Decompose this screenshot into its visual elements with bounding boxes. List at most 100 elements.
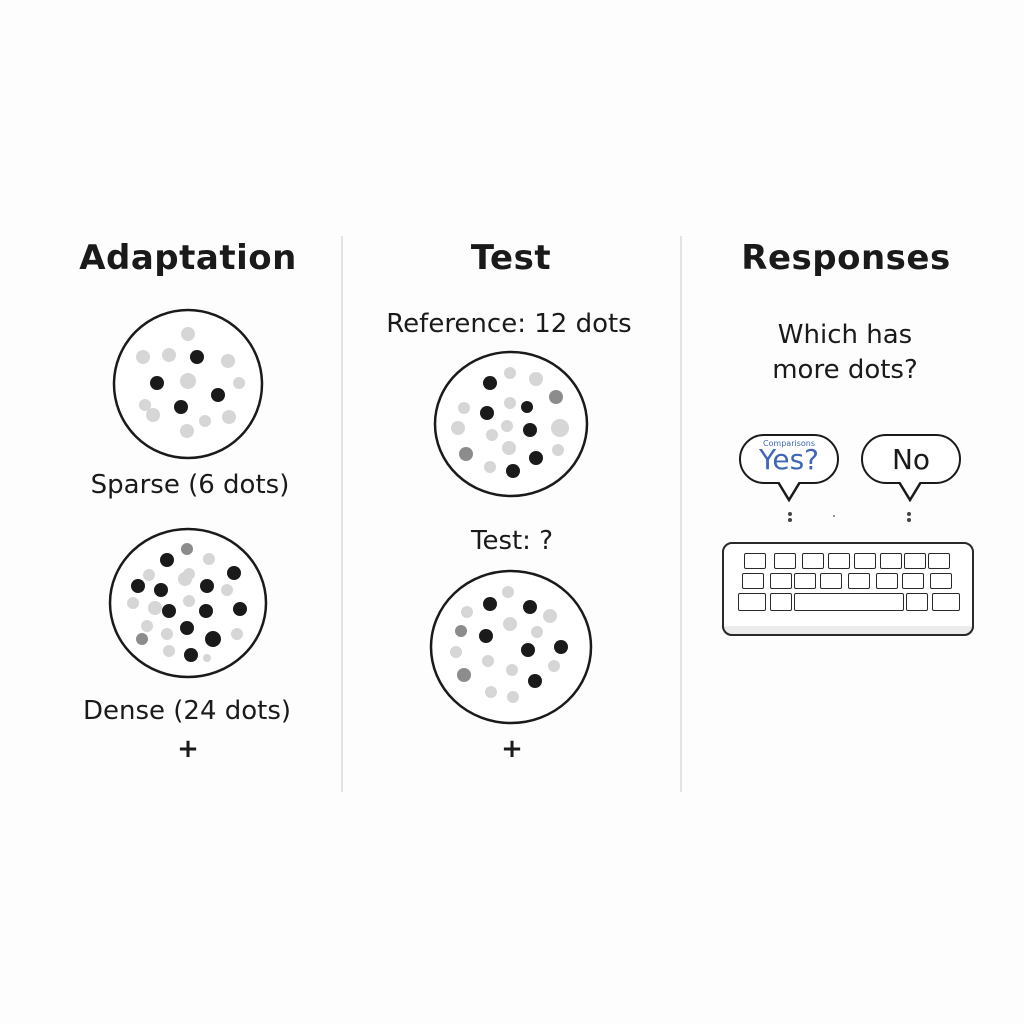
- reference-dot-display: [433, 350, 589, 498]
- dot: [480, 406, 494, 420]
- dense-label: Dense (24 dots): [82, 696, 292, 726]
- dot: [451, 421, 465, 435]
- dot: [551, 419, 569, 437]
- dot: [521, 643, 535, 657]
- dot: [552, 444, 564, 456]
- no-label: No: [891, 442, 931, 476]
- dot: [203, 654, 211, 662]
- keyboard-key[interactable]: [848, 573, 870, 589]
- dot: [180, 424, 194, 438]
- dot: [479, 629, 493, 643]
- dot: [457, 668, 471, 682]
- dot: [180, 621, 194, 635]
- reference-label: Reference: 12 dots: [386, 309, 632, 339]
- keyboard-key[interactable]: [904, 553, 926, 569]
- keyboard-key[interactable]: [802, 553, 824, 569]
- panel-divider: [341, 236, 343, 792]
- yes-response-bubble[interactable]: Comparisons Yes?: [739, 434, 839, 484]
- dot: [543, 609, 557, 623]
- dot: [199, 604, 213, 618]
- keyboard-key[interactable]: [794, 593, 904, 611]
- dot: [503, 617, 517, 631]
- adaptation-heading: Adaptation: [79, 238, 297, 278]
- keyboard-key[interactable]: [902, 573, 924, 589]
- dot: [136, 350, 150, 364]
- dot: [501, 420, 513, 432]
- keyboard-key[interactable]: [738, 593, 766, 611]
- yes-label: Yes?: [758, 442, 820, 476]
- keyboard-key[interactable]: [794, 573, 816, 589]
- no-response-bubble[interactable]: No: [861, 434, 961, 484]
- dot: [222, 410, 236, 424]
- dot: [181, 327, 195, 341]
- keyboard-key[interactable]: [742, 573, 764, 589]
- keyboard-key[interactable]: [770, 593, 792, 611]
- yes-caption: Comparisons: [762, 439, 816, 448]
- dot: [548, 660, 560, 672]
- dot: [455, 625, 467, 637]
- dot: [531, 626, 543, 638]
- keyboard-key[interactable]: [932, 593, 960, 611]
- dot: [502, 586, 514, 598]
- keyboard-icon[interactable]: [722, 542, 974, 636]
- dot: [506, 464, 520, 478]
- keyboard-key[interactable]: [876, 573, 898, 589]
- dot: [162, 604, 176, 618]
- test-heading: Test: [470, 238, 552, 278]
- dense-dot-display: [108, 527, 268, 679]
- dot: [141, 620, 153, 632]
- dot: [163, 645, 175, 657]
- dot: [162, 348, 176, 362]
- dot: [529, 451, 543, 465]
- sparse-dot-display: [112, 308, 264, 460]
- dot: [174, 400, 188, 414]
- keyboard-key[interactable]: [930, 573, 952, 589]
- dot: [161, 628, 173, 640]
- dot: [233, 377, 245, 389]
- keyboard-key[interactable]: [744, 553, 766, 569]
- dot: [231, 628, 243, 640]
- keyboard-key[interactable]: [906, 593, 928, 611]
- dot: [458, 402, 470, 414]
- dot: [485, 686, 497, 698]
- dot: [523, 423, 537, 437]
- dot: [143, 569, 155, 581]
- dot: [221, 354, 235, 368]
- dot: [482, 655, 494, 667]
- dot: [211, 388, 225, 402]
- dot: [127, 597, 139, 609]
- dot: [154, 583, 168, 597]
- keyboard-key[interactable]: [820, 573, 842, 589]
- dot: [459, 447, 473, 461]
- fixation-cross: +: [177, 734, 199, 764]
- response-key-markers: [788, 512, 911, 522]
- dot: [131, 579, 145, 593]
- dot: [139, 399, 151, 411]
- no-bubble-tail: [899, 482, 921, 502]
- dot: [529, 372, 543, 386]
- dot: [506, 664, 518, 676]
- keyboard-key[interactable]: [928, 553, 950, 569]
- keyboard-key[interactable]: [770, 573, 792, 589]
- dot: [528, 674, 542, 688]
- keyboard-key[interactable]: [828, 553, 850, 569]
- keyboard-key[interactable]: [854, 553, 876, 569]
- dot: [160, 553, 174, 567]
- dot: [180, 373, 196, 389]
- dot: [221, 584, 233, 596]
- dot: [483, 597, 497, 611]
- question-line2: more dots?: [772, 355, 918, 385]
- dot: [507, 691, 519, 703]
- dot: [484, 461, 496, 473]
- dot: [181, 543, 193, 555]
- keyboard-base: [722, 626, 974, 636]
- responses-heading: Responses: [741, 238, 951, 278]
- dot: [200, 579, 214, 593]
- keyboard-key[interactable]: [880, 553, 902, 569]
- dot: [502, 441, 516, 455]
- keyboard-key[interactable]: [774, 553, 796, 569]
- panel-divider: [680, 236, 682, 792]
- fixation-cross: +: [501, 734, 523, 764]
- test-dot-display: [429, 569, 593, 725]
- dot: [523, 600, 537, 614]
